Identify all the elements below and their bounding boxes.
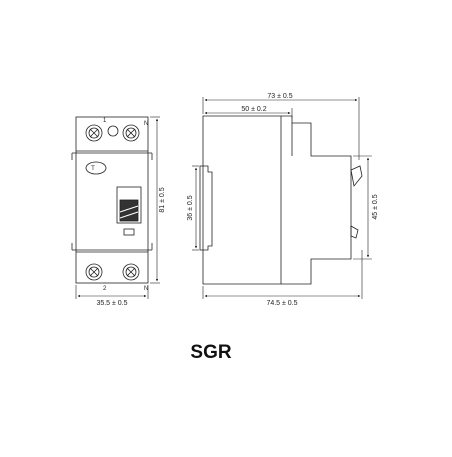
front-view xyxy=(71,116,153,284)
front-body-outline xyxy=(75,116,149,284)
side-body-outline xyxy=(202,115,352,285)
bottom-depth-label: 74.5 ± 0.5 xyxy=(266,300,297,307)
screw-icon xyxy=(85,263,103,281)
product-title: SGR xyxy=(190,342,231,363)
toggle-handle xyxy=(119,199,139,222)
front-height-label: 81 ± 0.5 xyxy=(159,187,166,212)
test-button xyxy=(85,161,107,175)
terminal-label-top-right: N xyxy=(144,121,148,127)
front-width-label: 35.5 ± 0.5 xyxy=(96,300,127,307)
front-height-side-label: 45 ± 0.5 xyxy=(372,194,379,219)
bottom-depth-dimension xyxy=(202,250,363,299)
rail-height-dimension xyxy=(192,165,199,251)
din-rail-clip xyxy=(199,165,213,251)
front-height-side-dimension xyxy=(353,155,372,260)
overall-depth-dimension xyxy=(202,97,360,160)
terminal-label-bottom-left: 2 xyxy=(103,286,107,292)
rail-height-label: 36 ± 0.5 xyxy=(187,195,194,220)
screw-icon xyxy=(85,124,103,142)
inner-depth-dimension xyxy=(204,108,293,118)
front-height-dimension xyxy=(150,116,160,284)
terminal-label-bottom-right: N xyxy=(144,286,148,292)
overall-depth-label: 73 ± 0.5 xyxy=(267,93,292,100)
terminal-label-top-left: 1 xyxy=(103,118,107,124)
side-latch xyxy=(350,225,359,239)
front-width-dimension xyxy=(75,285,149,299)
screw-icon xyxy=(122,124,140,142)
screw-icon xyxy=(122,263,140,281)
side-view xyxy=(199,115,363,285)
test-button-label: T xyxy=(91,166,95,172)
indicator-hole xyxy=(107,125,119,137)
inner-depth-label: 50 ± 0.2 xyxy=(241,106,266,113)
status-window xyxy=(123,228,135,236)
side-handle xyxy=(350,165,363,187)
toggle-handle-frame xyxy=(116,186,142,224)
